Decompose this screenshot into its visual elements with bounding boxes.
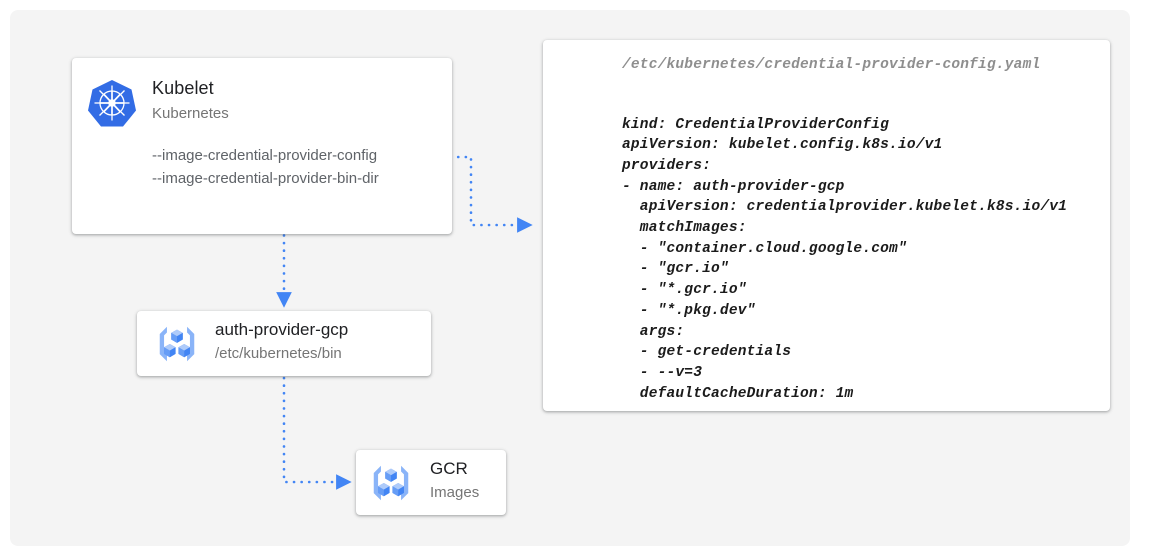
- gcr-card-title: GCR: [430, 459, 468, 478]
- kubernetes-logo-icon: [87, 78, 137, 128]
- gcp-container-registry-icon: [368, 460, 414, 506]
- kubelet-card-title: Kubelet: [152, 78, 214, 98]
- gcp-container-registry-icon: [154, 321, 200, 367]
- kubelet-card-subtitle: Kubernetes: [152, 105, 229, 122]
- yaml-content: kind: CredentialProviderConfig apiVersio…: [622, 116, 1068, 402]
- kubelet-card[interactable]: Kubelet Kubernetes --image-credential-pr…: [72, 58, 452, 234]
- gcr-card[interactable]: GCR Images: [356, 450, 506, 515]
- yaml-filename-label: /etc/kubernetes/credential-provider-conf…: [622, 57, 1041, 73]
- auth-provider-card-title: auth-provider-gcp: [215, 320, 349, 339]
- kubelet-card-config-flag: --image-credential-provider-config: [152, 147, 378, 164]
- gcr-card-subtitle: Images: [430, 484, 480, 501]
- auth-provider-card-subtitle: /etc/kubernetes/bin: [215, 345, 342, 362]
- kubelet-card-bindir-flag: --image-credential-provider-bin-dir: [152, 170, 379, 187]
- credential-provider-config-yaml-card[interactable]: /etc/kubernetes/credential-provider-conf…: [543, 40, 1110, 411]
- auth-provider-gcp-card[interactable]: auth-provider-gcp /etc/kubernetes/bin: [137, 311, 431, 376]
